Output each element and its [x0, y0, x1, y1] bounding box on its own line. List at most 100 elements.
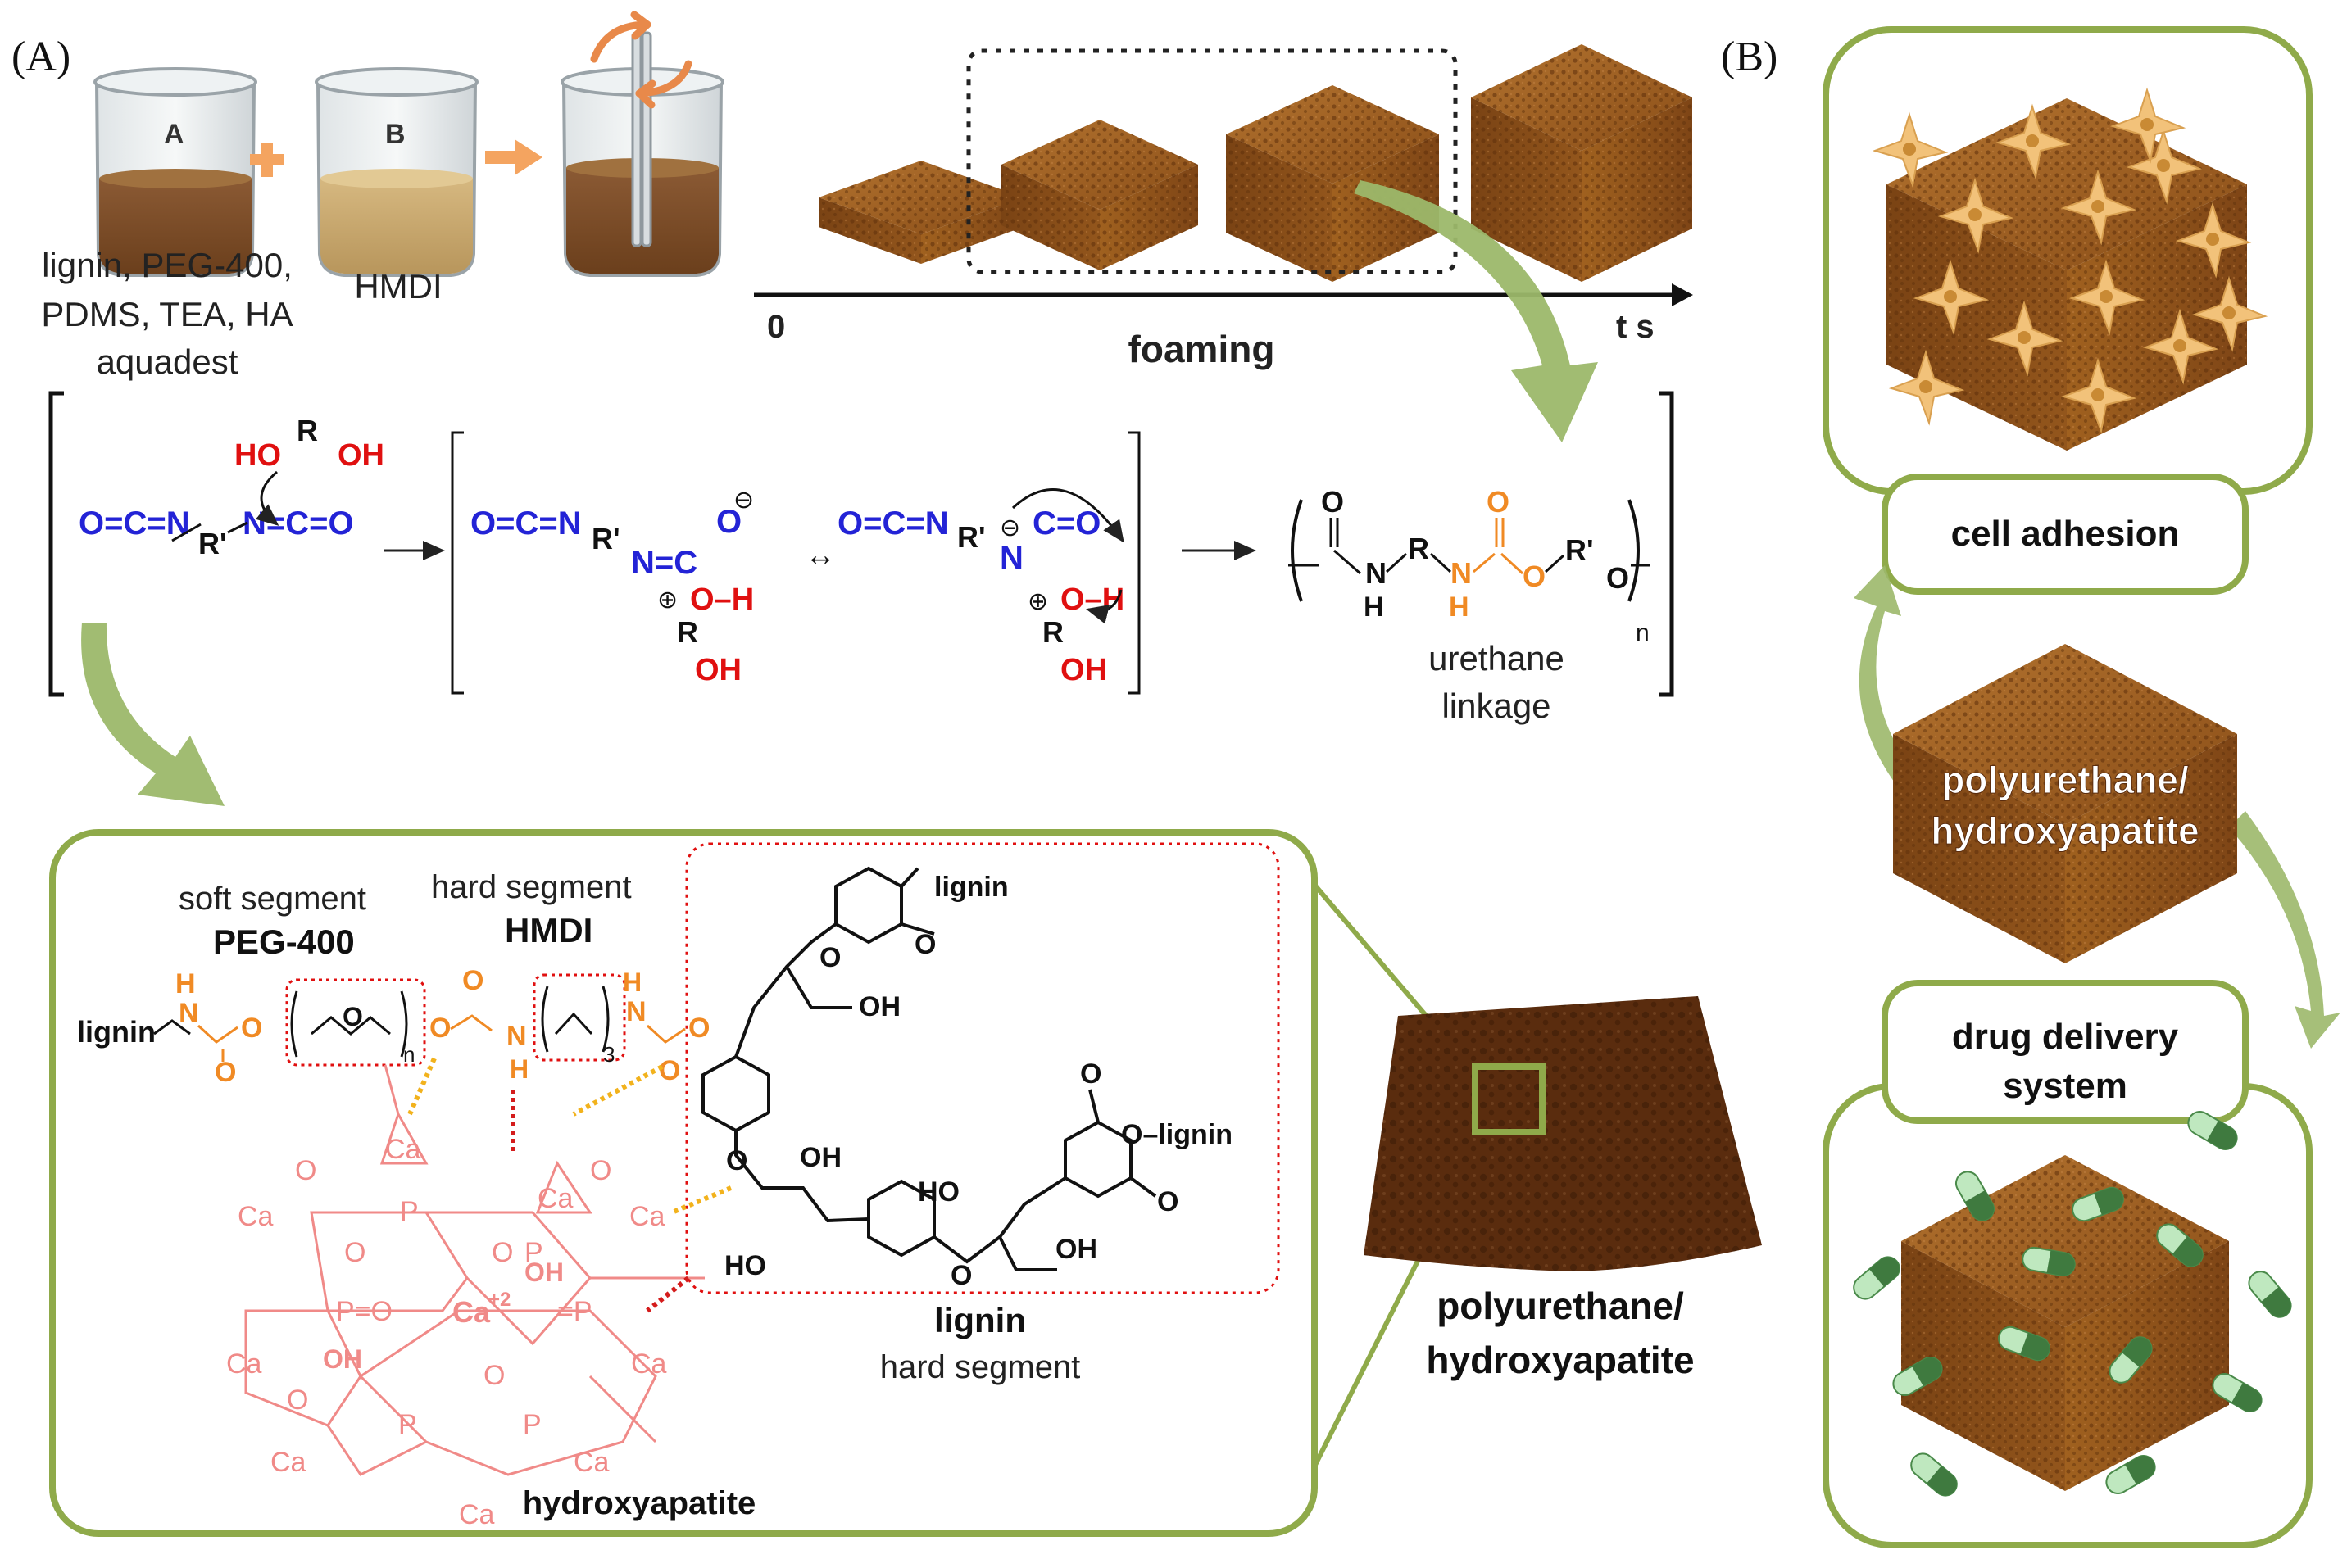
svg-text:N=C: N=C: [631, 545, 697, 581]
lignin-dotted-box: [685, 842, 1280, 1294]
svg-text:O=C=N: O=C=N: [79, 505, 190, 542]
lignin-right-label: O–lignin: [1121, 1119, 1233, 1150]
svg-text:N: N: [626, 996, 647, 1027]
svg-text:Ca: Ca: [629, 1201, 665, 1232]
svg-text:R: R: [297, 414, 318, 447]
svg-text:O: O: [915, 929, 936, 960]
svg-text:aquadest: aquadest: [97, 342, 238, 381]
mix-arrow-icon: [485, 139, 542, 175]
svg-text:O: O: [492, 1237, 513, 1268]
svg-text:Ca: Ca: [270, 1447, 306, 1478]
drug-capsule-icon: [2105, 1455, 2156, 1494]
cell-icon: [2060, 357, 2137, 434]
cell-icon: [1913, 259, 1990, 336]
lignin-left-label: lignin: [77, 1015, 156, 1049]
calcium-center: Ca +2 OH OH: [323, 1258, 564, 1374]
svg-text:O: O: [659, 1055, 680, 1086]
cell-icon: [2068, 259, 2145, 336]
cell-adhesion-label: cell adhesion: [1951, 514, 2180, 554]
svg-text:P: P: [524, 1237, 543, 1268]
svg-text:O: O: [215, 1057, 236, 1088]
svg-text:O–H: O–H: [690, 582, 754, 617]
foam-block-3: [1226, 85, 1439, 282]
drug-capsule-icon: [1892, 1357, 1943, 1396]
svg-text:H: H: [1364, 591, 1384, 623]
svg-text:O: O: [241, 1013, 262, 1044]
drug-capsule-icon: [2022, 1246, 2076, 1277]
center-cube-caption: polyurethane/ hydroxyapatite: [1931, 759, 2199, 853]
svg-text:O: O: [1523, 560, 1546, 593]
svg-text:OH: OH: [338, 438, 384, 473]
foam-block-4: [1471, 44, 1692, 282]
beaker-mixed: [561, 31, 724, 277]
hmdi-subscript-3: 3: [603, 1042, 615, 1067]
cell-icon: [2142, 308, 2219, 385]
drug-capsule-icon: [1998, 1326, 2050, 1362]
svg-text:R': R': [957, 520, 986, 554]
svg-text:R: R: [1408, 532, 1429, 565]
soft-segment-label: soft segment: [179, 881, 366, 917]
svg-text:P: P: [398, 1409, 417, 1440]
drug-capsule-icon: [2156, 1223, 2204, 1267]
arrow-to-drug-delivery: [2229, 811, 2340, 1049]
center-foam-cube: [1893, 644, 2237, 963]
structure-zoom-box: [49, 829, 1318, 1537]
sample-caption: polyurethane/ hydroxyapatite: [1426, 1285, 1694, 1381]
drug-capsule-icon: [2109, 1336, 2153, 1384]
zoom-arrow-to-structure: [81, 623, 225, 806]
time-axis-arrowhead: [1672, 283, 1693, 306]
svg-text:H: H: [175, 968, 196, 999]
drug-capsule-icon: [2072, 1186, 2124, 1222]
cell-icon: [2109, 87, 2186, 164]
beaker-a: A: [93, 67, 257, 277]
svg-text:O: O: [295, 1155, 316, 1186]
panel-a-label: (A): [11, 34, 70, 80]
svg-text:O: O: [1321, 485, 1344, 519]
svg-text:Ca: Ca: [226, 1348, 262, 1380]
drug-delivery-label-box: [1882, 980, 2249, 1124]
beaker-b-letter: B: [385, 119, 406, 150]
svg-text:PDMS, TEA, HA: PDMS, TEA, HA: [41, 295, 293, 333]
svg-text:R: R: [677, 615, 698, 649]
svg-text:N: N: [179, 998, 199, 1029]
cell-icon: [2060, 169, 2137, 246]
svg-text:O: O: [716, 504, 742, 540]
svg-text:O–H: O–H: [1060, 582, 1124, 617]
svg-text:HO: HO: [918, 1176, 960, 1208]
svg-text:O: O: [590, 1155, 611, 1186]
svg-text:R': R': [198, 527, 227, 560]
urethane-backbone: H N O O O n O O N H 3 H N O O: [153, 965, 710, 1088]
time-axis-end: t s: [1616, 309, 1655, 345]
svg-text:O: O: [1487, 485, 1509, 519]
svg-text:Ca: Ca: [538, 1183, 574, 1214]
svg-text:Ca: Ca: [631, 1348, 667, 1380]
svg-text:H: H: [510, 1054, 529, 1084]
cell-icon: [1937, 177, 2014, 254]
zoom-arrow-to-urethane: [1354, 180, 1598, 442]
svg-text:O: O: [1606, 561, 1629, 595]
urethane-label-1: urethane: [1428, 639, 1564, 678]
drug-delivery-label-1: drug delivery: [1952, 1017, 2179, 1057]
svg-text:R': R': [592, 522, 620, 555]
svg-text:polyurethane/: polyurethane/: [1437, 1285, 1684, 1327]
svg-text:↔: ↔: [805, 538, 836, 573]
reaction-scheme: O=C=N R' N=C=O HO R OH O=C=N R' N=C O ⊖ …: [48, 391, 1674, 725]
svg-text:P: P: [523, 1409, 542, 1440]
foam-block-2: [1001, 120, 1198, 270]
ca2-label: Ca: [452, 1295, 491, 1329]
drug-capsule-icon: [2212, 1373, 2263, 1412]
svg-text:O: O: [429, 1013, 451, 1044]
urethane-label-2: linkage: [1441, 687, 1550, 725]
foam-block-1: [819, 161, 1024, 264]
svg-text:hydroxyapatite: hydroxyapatite: [1426, 1339, 1694, 1381]
svg-text:N: N: [1000, 540, 1024, 576]
svg-text:⊕: ⊕: [1028, 588, 1048, 615]
cell-icon: [2126, 128, 2203, 205]
foam-sample: [1364, 996, 1762, 1271]
hard-segment-label: hard segment: [431, 869, 632, 905]
ca2-charge: +2: [488, 1289, 511, 1311]
svg-text:R': R': [1565, 533, 1594, 567]
beaker-a-letter: A: [164, 119, 184, 150]
svg-text:R: R: [1042, 615, 1064, 649]
svg-text:P: P: [400, 1196, 419, 1227]
